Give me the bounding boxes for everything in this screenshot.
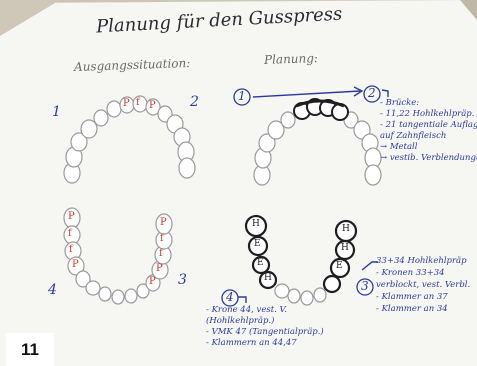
note-line: - Klammer an 37	[376, 292, 448, 302]
note-line: → Metall	[380, 142, 417, 152]
heading-planning: Planung:	[264, 51, 318, 67]
note-line: - Krone 44, vest. V.	[206, 305, 287, 315]
step-4: 4	[226, 290, 234, 304]
tooth-mark: P	[160, 217, 167, 228]
tooth-mark: P	[68, 211, 75, 222]
note-line: - 21 tangentiale Auflage	[380, 120, 477, 130]
notes-step-4: - Krone 44, vest. V. (Hohlkehlpräp.)- VM…	[206, 305, 366, 353]
tooth-mark: P	[149, 100, 156, 111]
note-line: - 11,22 Hohlkehlpräp.	[380, 109, 474, 119]
tooth-mark: H	[342, 224, 350, 234]
note-line: → vestib. Verblendungen	[380, 153, 477, 163]
tooth-mark: P	[123, 98, 130, 109]
quadrant-label-2: 2	[190, 94, 199, 110]
tooth-mark: f	[159, 248, 163, 259]
note-line: - Brücke:	[380, 98, 419, 108]
tooth-mark: H	[264, 273, 272, 283]
quadrant-label-3: 3	[178, 272, 187, 288]
tooth-mark: f	[69, 244, 73, 255]
tooth-mark: H	[252, 219, 260, 229]
figure-number: 11	[6, 333, 54, 366]
step-2: 2	[368, 86, 376, 100]
notes-step-2: - Brücke:- 11,22 Hohlkehlpräp.- 21 tange…	[380, 98, 477, 168]
tooth-mark: E	[257, 258, 264, 268]
tooth-mark: f	[160, 233, 164, 244]
tooth-mark: H	[341, 243, 349, 253]
quadrant-label-1: 1	[52, 104, 61, 120]
step-1: 1	[238, 89, 246, 103]
tooth-mark: f	[68, 228, 72, 239]
quadrant-label-4: 4	[48, 282, 57, 298]
tooth-mark: E	[254, 239, 261, 249]
tooth-mark: P	[149, 276, 156, 287]
tooth-mark: P	[72, 259, 79, 270]
tooth-mark: P	[156, 263, 163, 274]
note-line: - Klammern an 44,47	[206, 338, 297, 348]
tooth-mark: f	[136, 97, 140, 108]
note-line: (Hohlkehlpräp.)	[206, 316, 274, 326]
note-line: - Kronen 33+34	[376, 268, 445, 278]
tooth-mark: E	[336, 261, 343, 271]
note-line: - Klammer an 34	[376, 304, 448, 314]
note-line: - VMK 47 (Tangentialpräp.)	[206, 327, 324, 337]
note-line: verblockt, vest. Verbl.	[376, 280, 470, 290]
step-3: 3	[361, 279, 369, 293]
notes-step-3: 33+34 Hohlkehlpräp - Kronen 33+34 verbloc…	[376, 256, 477, 320]
note-line: 33+34 Hohlkehlpräp	[376, 256, 467, 266]
note-line: auf Zahnfleisch	[380, 131, 446, 141]
